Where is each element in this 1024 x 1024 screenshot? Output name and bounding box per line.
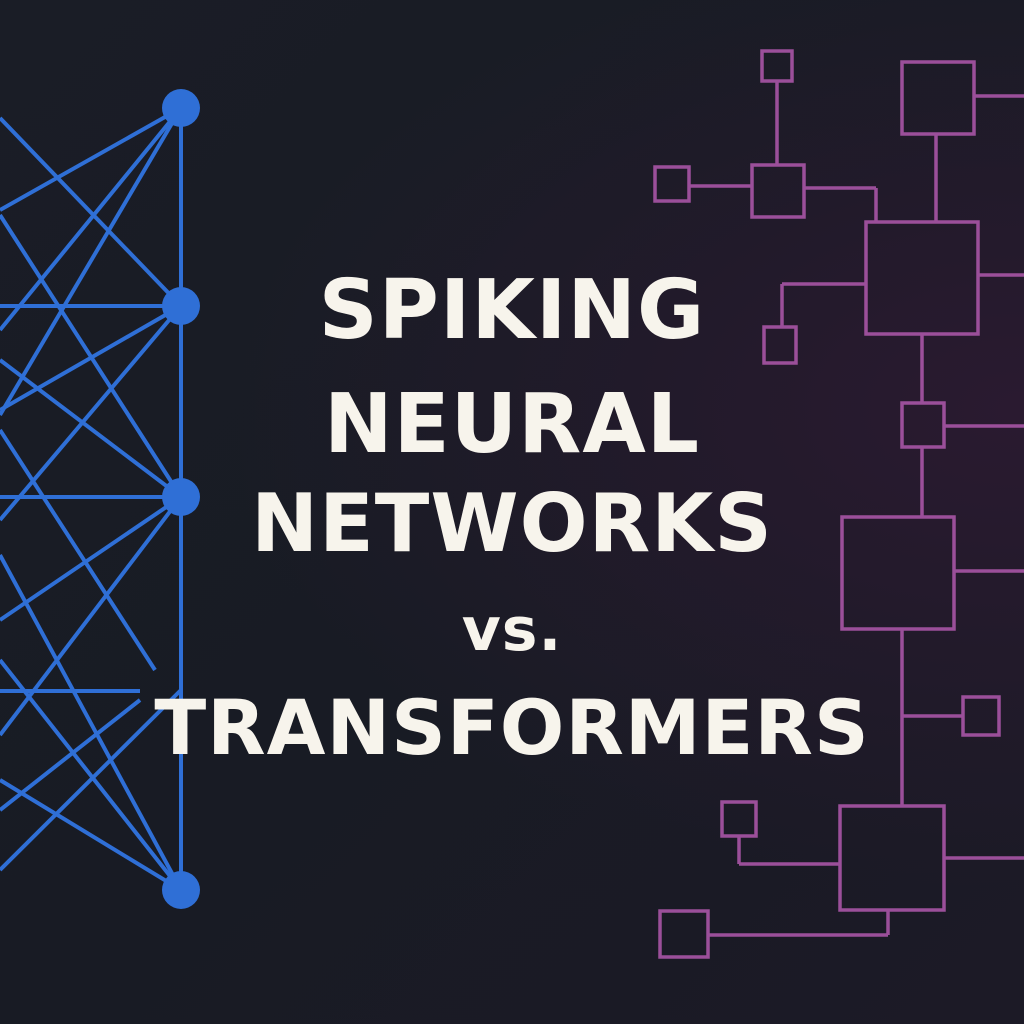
network-edge	[0, 778, 183, 892]
neural-network-graphic	[0, 106, 183, 892]
block-node	[900, 60, 976, 136]
title-line-spiking: SPIKING	[318, 263, 706, 358]
neural-network-nodes	[162, 89, 200, 909]
network-edge	[0, 554, 183, 891]
network-edge	[0, 688, 183, 872]
block-node	[653, 165, 691, 203]
block-node	[750, 163, 806, 219]
network-node	[162, 871, 200, 909]
title-line-networks: NETWORKS	[251, 477, 773, 570]
network-edge	[0, 658, 183, 892]
network-node	[162, 89, 200, 127]
network-edge	[0, 698, 142, 812]
network-edge	[0, 428, 157, 672]
network-edge	[0, 495, 183, 622]
block-node	[658, 909, 710, 959]
block-node	[840, 515, 956, 631]
network-edge	[0, 106, 183, 332]
network-edge	[0, 106, 183, 417]
block-node	[961, 695, 1001, 737]
title-line-vs: vs.	[461, 595, 563, 665]
block-node	[762, 325, 798, 365]
network-edge	[0, 304, 182, 412]
network-edge	[0, 304, 183, 522]
network-edge	[0, 116, 183, 308]
network-edge	[0, 106, 182, 212]
title-line-transformers: TRANSFORMERS	[154, 683, 870, 772]
network-edge	[0, 358, 183, 499]
network-node	[162, 478, 200, 516]
title-line-neural: NEURAL	[323, 377, 701, 472]
transformer-block-diagram	[653, 49, 1024, 959]
network-node	[162, 287, 200, 325]
